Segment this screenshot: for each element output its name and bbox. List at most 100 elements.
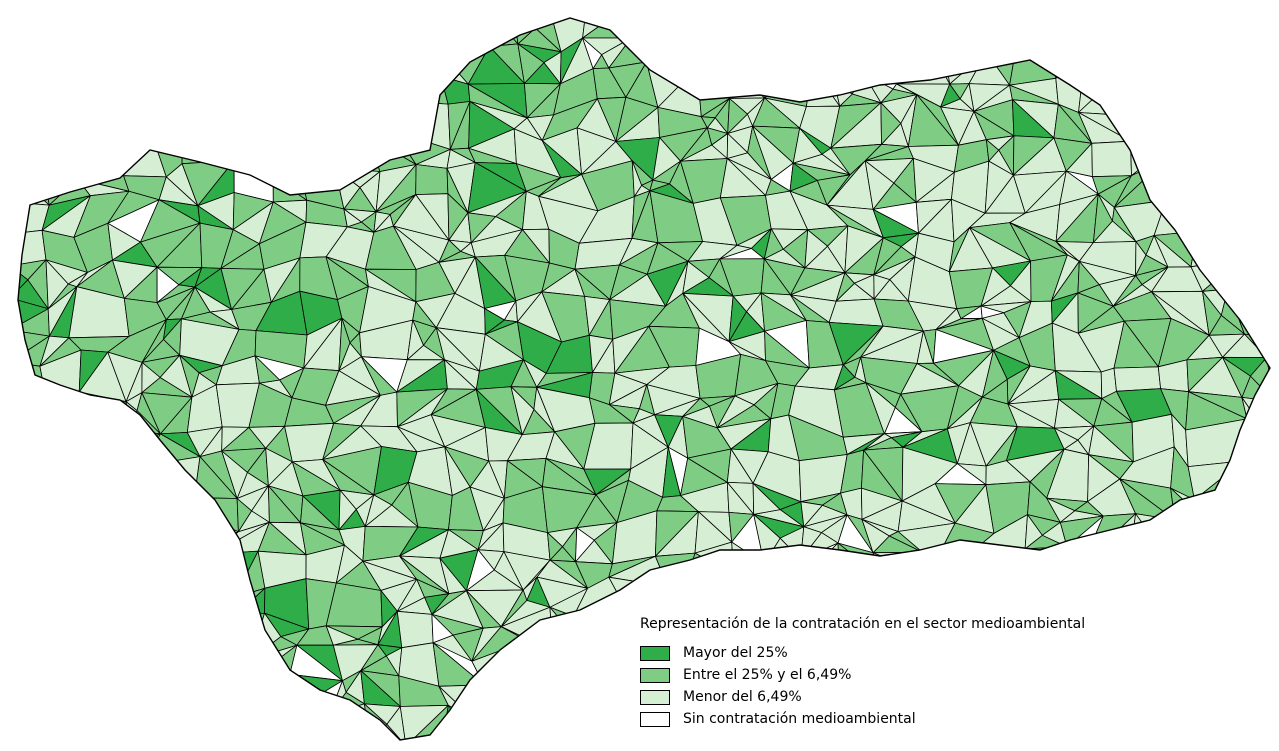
municipality-polygon [1149,35,1204,81]
legend-item-medium: Entre el 25% y el 6,49% [640,664,1240,686]
municipality-polygon [513,18,551,29]
municipality-polygon [1206,94,1233,151]
municipality-polygon [477,18,515,27]
municipality-polygon [1167,547,1209,584]
municipality-polygon [642,18,659,38]
municipality-polygon [416,18,443,50]
municipality-polygon [693,18,743,44]
municipality-polygon [18,489,45,523]
municipality-polygon [218,82,273,112]
legend-label-none: Sin contratación medioambiental [683,711,916,727]
municipality-polygon [980,305,1005,319]
municipality-polygon [176,642,232,688]
municipality-polygon [35,71,95,111]
municipality-polygon [85,471,108,485]
municipality-polygon [871,18,922,35]
municipality-polygon [71,670,111,724]
municipality-polygon [26,685,58,721]
municipality-polygon [18,554,44,594]
municipality-polygon [366,122,395,137]
municipality-polygon [310,135,340,156]
municipality-polygon [1231,137,1270,164]
municipality-polygon [329,703,371,740]
municipality-polygon [1233,191,1270,241]
municipality-polygon [574,672,614,714]
municipality-polygon [162,717,196,740]
municipality-polygon [1085,18,1110,41]
municipality-polygon [672,36,698,68]
municipality-polygon [373,211,391,233]
municipality-polygon [411,75,449,105]
municipality-polygon [18,702,58,721]
municipality-polygon [415,164,449,196]
municipality-polygon [1194,499,1228,523]
municipality-polygon [18,105,34,139]
municipality-polygon [552,629,590,653]
municipality-polygon [1198,192,1236,241]
municipality-polygon [500,589,528,627]
municipality-polygon [225,18,272,37]
municipality-polygon [1233,162,1264,194]
municipality-polygon [1024,514,1043,550]
municipality-polygon [901,552,924,586]
municipality-polygon [324,30,384,68]
legend-item-high: Mayor del 25% [640,642,1240,664]
municipality-polygon [249,658,271,690]
municipality-polygon [290,103,340,146]
municipality-polygon [68,521,132,559]
municipality-polygon [649,179,670,192]
municipality-polygon [865,382,896,435]
municipality-polygon [942,546,987,597]
municipality-polygon [18,609,57,651]
municipality-polygon [86,460,116,473]
municipality-polygon [804,229,828,269]
municipality-polygon [181,128,235,165]
municipality-polygon [507,640,554,677]
municipality-polygon [792,127,823,164]
municipality-polygon [33,421,88,462]
municipality-polygon [1164,159,1187,184]
municipality-polygon [1275,394,1279,426]
municipality-polygon [1233,62,1270,116]
municipality-polygon [249,673,291,697]
municipality-polygon [1262,137,1270,171]
municipality-polygon [18,381,56,428]
municipality-polygon [44,483,87,528]
municipality-polygon [1042,562,1088,594]
municipality-polygon [129,679,164,726]
municipality-polygon [148,18,198,49]
municipality-polygon [20,456,45,497]
municipality-polygon [106,114,168,150]
municipality-polygon [1190,230,1242,268]
municipality-polygon [728,295,747,343]
municipality-polygon [229,657,252,688]
municipality-polygon [726,133,748,159]
municipality-polygon [1091,140,1132,178]
municipality-polygon [1178,172,1200,200]
municipality-polygon [1130,109,1174,148]
municipality-polygon [1008,592,1044,616]
municipality-polygon [272,159,303,178]
municipality-polygon [360,644,387,671]
municipality-polygon [1219,44,1245,64]
municipality-polygon [646,52,698,68]
municipality-polygon [1226,521,1270,548]
municipality-polygon [1233,18,1253,46]
municipality-polygon [184,549,235,599]
municipality-polygon [96,465,116,481]
map-legend: Representación de la contratación en el … [640,616,1240,730]
municipality-polygon [1242,606,1270,649]
municipality-polygon [329,714,371,740]
municipality-polygon [477,705,507,740]
municipality-polygon [574,672,614,714]
municipality-polygon [1227,269,1270,294]
municipality-polygon [18,457,22,491]
municipality-polygon [882,564,922,586]
municipality-polygon [684,587,736,618]
municipality-polygon [1127,562,1172,588]
municipality-polygon [374,40,418,68]
municipality-polygon [574,652,612,684]
municipality-polygon [510,386,535,436]
municipality-polygon [254,355,281,384]
municipality-polygon [973,593,1021,618]
